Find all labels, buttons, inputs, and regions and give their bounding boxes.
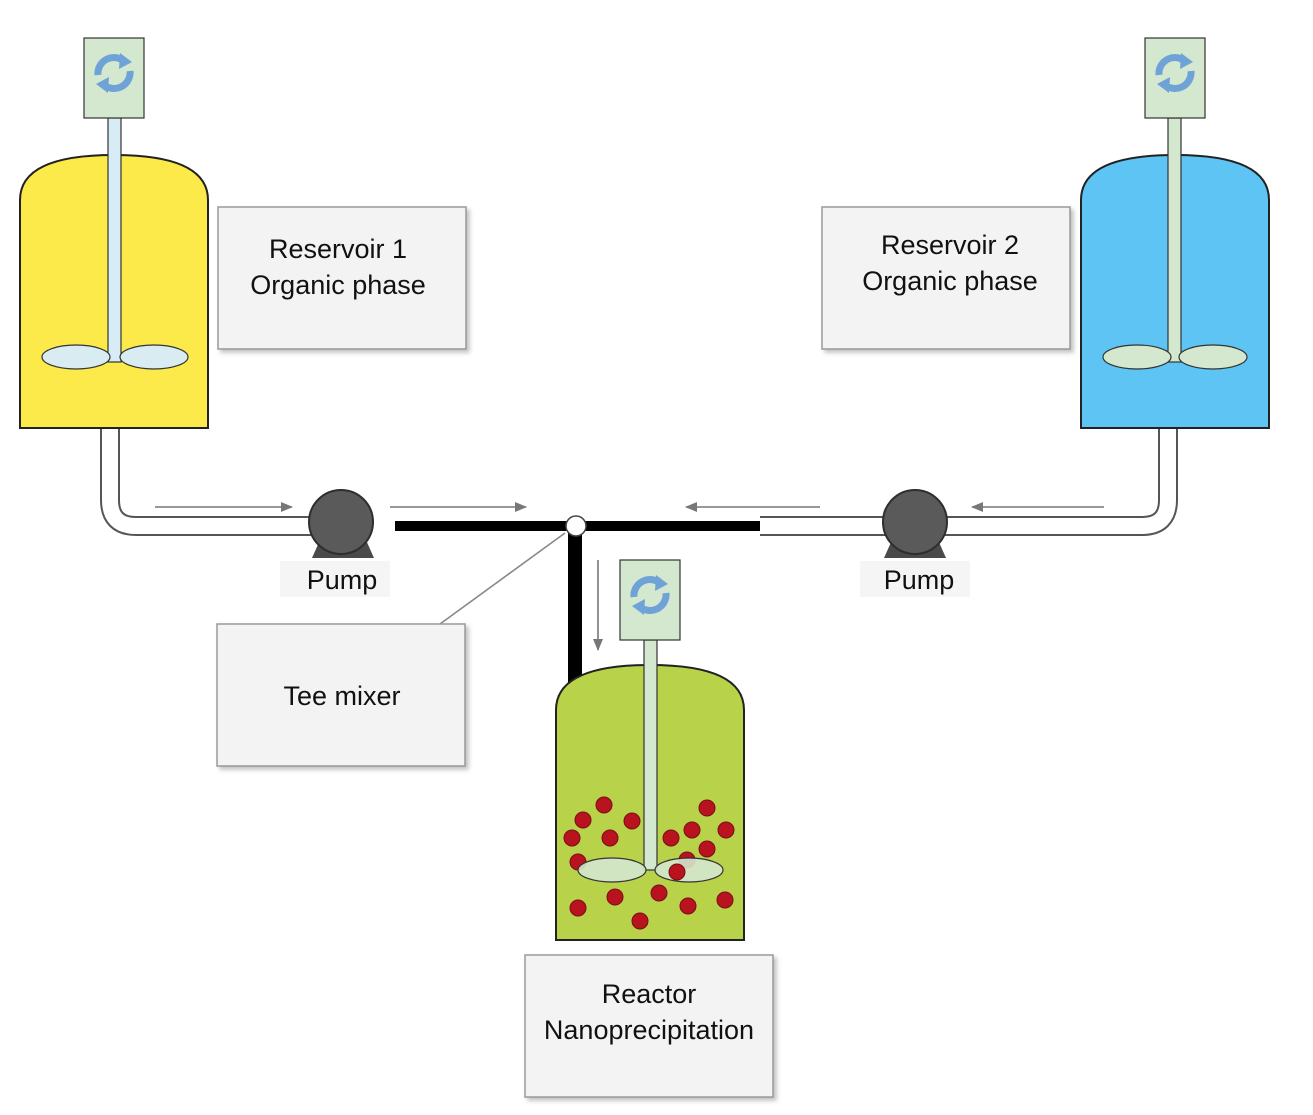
reservoir-1-impeller-right: [119, 344, 189, 370]
refresh-icon: [1155, 53, 1195, 93]
reservoir-2-shaft: [1167, 117, 1182, 363]
reservoir-2-label-box: Reservoir 2 Organic phase: [821, 206, 1071, 350]
reactor: [555, 559, 745, 941]
particle: [668, 863, 686, 881]
reservoir-1: [19, 37, 209, 429]
tee-mixer-leader-line: [439, 532, 566, 625]
pump-right-label: Pump: [884, 565, 955, 595]
particle: [650, 884, 668, 902]
particle: [631, 912, 649, 930]
reservoir-2-motor: [1144, 37, 1206, 119]
particle: [698, 840, 716, 858]
reservoir-1-motor: [83, 37, 145, 119]
particle: [683, 821, 701, 839]
particle: [595, 796, 613, 814]
particle: [569, 899, 587, 917]
pump-right: [882, 489, 948, 558]
reservoir-2-subtitle: Organic phase: [862, 266, 1038, 296]
pipe-right-inner: [760, 428, 1176, 534]
reactor-motor: [619, 559, 681, 641]
reservoir-2: [1080, 37, 1270, 429]
particle: [679, 897, 697, 915]
particle: [717, 821, 735, 839]
particle: [574, 811, 592, 829]
reactor-impeller-left: [577, 857, 647, 883]
refresh-icon: [94, 53, 134, 93]
reservoir-1-label-box: Reservoir 1 Organic phase: [217, 206, 467, 350]
refresh-icon: [630, 575, 670, 615]
reservoir-2-title: Reservoir 2: [881, 230, 1019, 260]
pipe-left-outer: [100, 428, 325, 536]
pipe-left-inner: [102, 428, 325, 534]
reservoir-1-subtitle: Organic phase: [250, 270, 426, 300]
pipe-right-outer: [760, 428, 1178, 536]
particle: [698, 799, 716, 817]
tee-mixer-title: Tee mixer: [283, 681, 400, 711]
tee-mixer-junction: [565, 515, 587, 537]
nanoparticles: [563, 796, 735, 930]
pump-right-label-bg: [860, 561, 970, 597]
reactor-title: Reactor: [602, 979, 697, 1009]
particle: [563, 829, 581, 847]
reactor-shaft: [643, 639, 658, 871]
particle: [601, 829, 619, 847]
tee-mixer-label-box: Tee mixer: [216, 623, 466, 767]
reservoir-2-impeller-right: [1178, 344, 1248, 370]
pump-left-label-bg: [280, 561, 390, 597]
reactor-impeller-right: [654, 857, 724, 883]
particle: [662, 829, 680, 847]
reactor-label-box: Reactor Nanoprecipitation: [524, 954, 774, 1098]
particle: [606, 888, 624, 906]
reservoir-1-title: Reservoir 1: [269, 234, 407, 264]
pump-left-label: Pump: [307, 565, 378, 595]
reservoir-1-shaft: [107, 117, 122, 363]
particle: [623, 812, 641, 830]
particle: [716, 891, 734, 909]
pump-left: [308, 489, 374, 558]
reservoir-2-impeller-left: [1102, 344, 1172, 370]
reservoir-1-impeller-left: [41, 344, 111, 370]
reactor-subtitle: Nanoprecipitation: [544, 1015, 754, 1045]
